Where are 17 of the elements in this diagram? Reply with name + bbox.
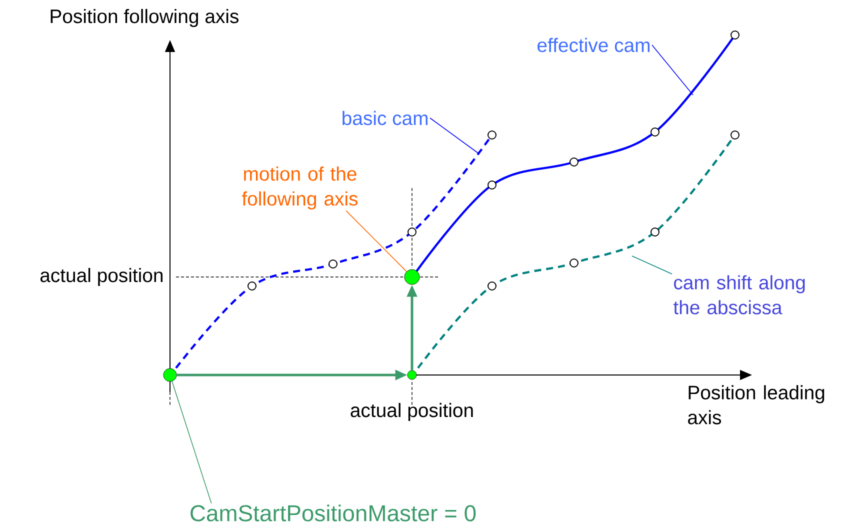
curve-label: motion of the following axis [242, 166, 358, 210]
leader-line [430, 118, 478, 154]
leader-line [632, 256, 672, 274]
position-label: actual position [40, 268, 163, 286]
leader-line [652, 44, 694, 96]
axis-label: Position following axis [50, 8, 238, 28]
point-marker [407, 370, 417, 380]
curve-label: cam shift along the abscissa [674, 275, 805, 314]
point-marker [404, 269, 420, 285]
position-label: actual position [350, 402, 473, 422]
leader-line [172, 380, 212, 504]
axis-label: Position leading axis [688, 385, 824, 424]
leader-line [346, 210, 407, 272]
curve-label: effective cam [538, 38, 650, 52]
start-point [163, 368, 177, 382]
curve-label: basic cam [342, 110, 428, 126]
parameter-label: CamStartPositionMaster = 0 [190, 504, 476, 522]
